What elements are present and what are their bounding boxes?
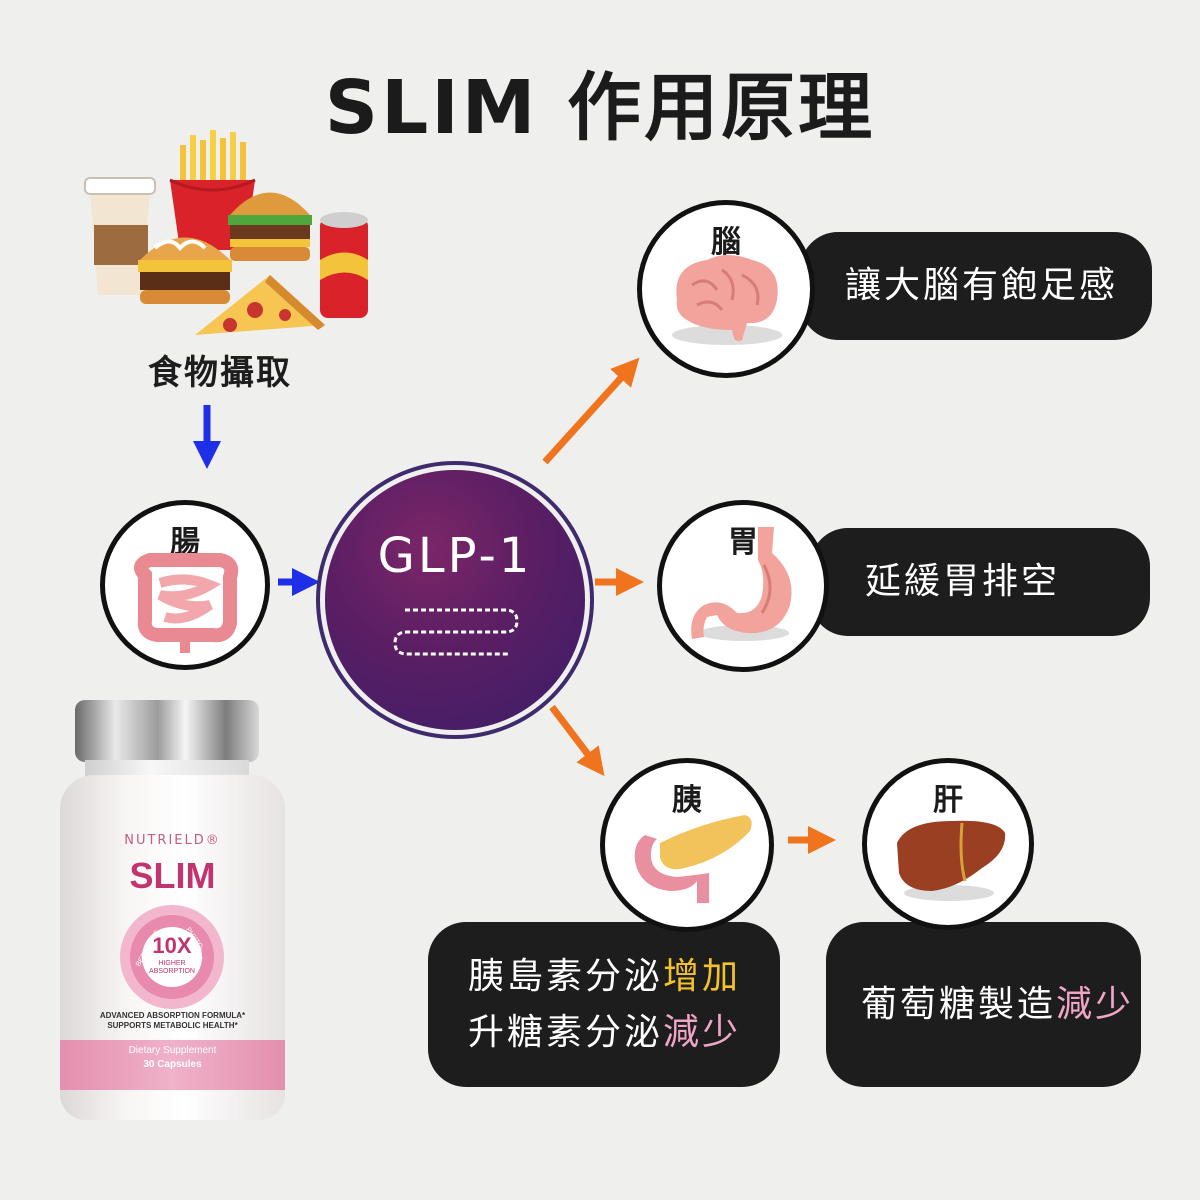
liver-label: 肝 [933, 783, 963, 818]
badge-main: 10X [152, 933, 192, 958]
stomach-node: 胃 [657, 500, 829, 672]
liver-effect-pill: 葡萄糖製造減少 [826, 922, 1141, 1087]
intestine-icon [134, 553, 239, 653]
page-title: SLIM 作用原理 [324, 65, 876, 151]
glp1-node: GLP-1 [325, 470, 585, 730]
product-name: SLIM [129, 855, 216, 896]
absorption-badge: BERBERINE PHYTO-COMPLEX 10X HIGHERABSORP… [120, 905, 224, 1009]
brain-effect-pill: 讓大腦有飽足感 [800, 232, 1152, 340]
glp1-label: GLP-1 [377, 528, 533, 584]
brain-icon [672, 255, 782, 345]
brain-effect-text: 讓大腦有飽足感 [845, 265, 1119, 307]
food-illustration [84, 130, 368, 335]
food-intake-label: 食物攝取 [148, 353, 292, 393]
product-tagline: ADVANCED ABSORPTION FORMULA*SUPPORTS MET… [99, 1011, 246, 1031]
pancreas-line-2-highlight: 減少 [663, 1011, 742, 1053]
stomach-effect-pill: 延緩胃排空 [810, 528, 1150, 636]
arrow-glp-to-pancreas [549, 704, 605, 777]
liver-icon [897, 820, 1006, 901]
soda-can-icon [320, 212, 368, 318]
pancreas-line-1: 胰島素分泌增加 [468, 949, 741, 1005]
stomach-icon [691, 527, 792, 641]
liver-effect-main: 葡萄糖製造 [861, 983, 1057, 1025]
pancreas-node: 胰 [600, 758, 774, 932]
liver-node: 肝 [862, 758, 1034, 930]
peptide-chain-icon [393, 608, 519, 656]
coffee-cup-icon [84, 177, 156, 295]
brain-node: 腦 [637, 200, 815, 378]
stomach-label: 胃 [728, 525, 758, 560]
pancreas-line-1-main: 胰島素分泌 [468, 955, 664, 997]
liver-effect-highlight: 減少 [1056, 983, 1135, 1025]
pancreas-label: 胰 [672, 783, 702, 818]
front-burger-icon [138, 237, 232, 304]
pancreas-icon [634, 815, 752, 903]
brain-label: 腦 [711, 225, 741, 260]
product-brand: NUTRIELD® [124, 833, 221, 848]
liver-effect-text: 葡萄糖製造減少 [861, 977, 1134, 1033]
pancreas-effect-pill: 胰島素分泌增加 升糖素分泌減少 [428, 922, 780, 1087]
pizza-icon [195, 275, 325, 335]
arrow-glp-to-brain [542, 357, 640, 465]
bottle-cap [75, 700, 259, 762]
burger-icon [228, 192, 312, 261]
product-bottle: NUTRIELD® SLIM BERBERINE PHYTO-COMPLEX 1… [60, 775, 285, 1120]
stomach-effect-text: 延緩胃排空 [865, 561, 1061, 603]
pancreas-effect-text: 胰島素分泌增加 升糖素分泌減少 [468, 949, 741, 1061]
intestine-node: 腸 [100, 500, 270, 670]
pancreas-line-2-main: 升糖素分泌 [468, 1011, 664, 1053]
pancreas-line-2: 升糖素分泌減少 [468, 1005, 741, 1061]
pancreas-line-1-highlight: 增加 [663, 955, 742, 997]
